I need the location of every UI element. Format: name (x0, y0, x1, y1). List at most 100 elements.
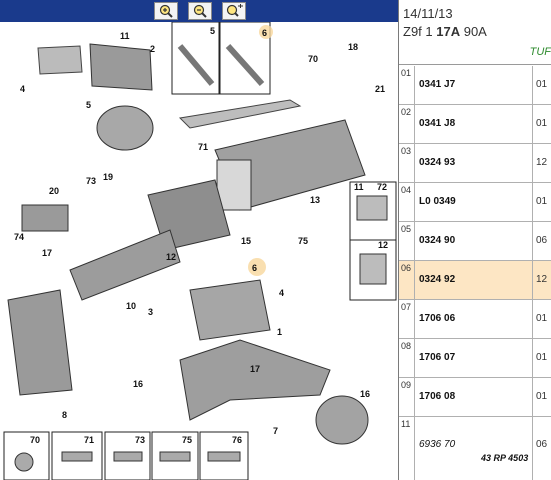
callout-7[interactable]: 7 (273, 426, 278, 436)
callout-16-right[interactable]: 16 (360, 389, 370, 399)
callout-6[interactable]: 6 (262, 28, 267, 38)
callout-5[interactable]: 5 (210, 26, 215, 36)
part-ref[interactable]: 0324 92 (419, 274, 456, 285)
row-number: 02 (399, 105, 415, 143)
table-row[interactable]: 11 6936 70 43 RP 4503 06 (399, 417, 551, 480)
callout-13[interactable]: 13 (310, 195, 320, 205)
engine-bold: 17A (436, 24, 461, 39)
callout-12[interactable]: 12 (166, 252, 176, 262)
part-qty: 06 (532, 417, 551, 480)
callout-75[interactable]: 75 (298, 236, 308, 246)
screw-75-shape (159, 451, 191, 462)
exhaust-exploded-view: 1 2 3 4 4 5 5 6 6 7 8 10 11 11 12 12 13 … (3, 22, 397, 480)
header-divider (399, 64, 551, 65)
row-number: 03 (399, 144, 415, 182)
callout-11-box[interactable]: 11 (354, 182, 364, 192)
zoom-fit-button[interactable] (222, 2, 246, 20)
callout-20[interactable]: 20 (49, 186, 59, 196)
part-ref[interactable]: 6936 70 (419, 439, 456, 450)
table-row[interactable]: 02 0341 J8 01 (399, 105, 551, 144)
engine-code: Z9f 1 17A 90A (403, 24, 487, 39)
downpipe-7-shape (179, 339, 331, 421)
callout-70[interactable]: 70 (308, 54, 318, 64)
callout-5-lower[interactable]: 5 (86, 100, 91, 110)
callout-8[interactable]: 8 (62, 410, 67, 420)
part-ref[interactable]: 1706 07 (419, 352, 456, 363)
part-ref[interactable]: 0324 90 (419, 235, 456, 246)
callout-16[interactable]: 16 (133, 379, 143, 389)
exploded-diagram-panel: 1 2 3 4 4 5 5 6 6 7 8 10 11 11 12 12 13 … (0, 0, 398, 480)
part-ref[interactable]: L0 0349 (419, 196, 456, 207)
table-row[interactable]: 04 L0 0349 01 (399, 183, 551, 222)
filter-flange-shape (216, 159, 252, 211)
turbo-shape-top (96, 105, 154, 151)
zoom-out-button[interactable] (188, 2, 212, 20)
zoom-in-button[interactable] (154, 2, 178, 20)
callout-17-lower[interactable]: 17 (250, 364, 260, 374)
callout-11[interactable]: 11 (120, 31, 130, 41)
table-row[interactable]: 03 0324 93 12 (399, 144, 551, 183)
part-ref[interactable]: 0341 J8 (419, 118, 456, 129)
part-qty: 12 (532, 144, 551, 182)
box-label-76: 76 (232, 435, 242, 445)
part-ref-extra: 43 RP 4503 (481, 453, 529, 463)
part-qty: 01 (532, 66, 551, 104)
engine-suffix: 90A (460, 24, 487, 39)
callout-17[interactable]: 17 (42, 248, 52, 258)
table-row-selected[interactable]: 06 0324 92 12 (399, 261, 551, 300)
downpipe-8-shape (7, 289, 73, 396)
callout-2[interactable]: 2 (150, 44, 155, 54)
catalog-date: 14/11/13 (403, 6, 453, 21)
callout-6-lower[interactable]: 6 (252, 263, 257, 273)
part-ref[interactable]: 1706 08 (419, 391, 456, 402)
highlight-dot (259, 25, 273, 39)
table-row[interactable]: 07 1706 06 01 (399, 300, 551, 339)
callout-12-box[interactable]: 12 (378, 240, 388, 250)
stud-6-shape (225, 43, 265, 87)
callout-10[interactable]: 10 (126, 301, 136, 311)
row-number: 08 (399, 339, 415, 377)
manifold-gasket-shape (37, 45, 83, 75)
engine-prefix: Z9f 1 (403, 24, 437, 39)
callout-19[interactable]: 19 (103, 172, 113, 182)
callout-4-top[interactable]: 4 (20, 84, 25, 94)
part-ref[interactable]: 1706 06 (419, 313, 456, 324)
callout-1[interactable]: 1 (277, 327, 282, 337)
box-label-70: 70 (30, 435, 40, 445)
table-row[interactable]: 01 0341 J7 01 (399, 66, 551, 105)
callout-4[interactable]: 4 (279, 288, 284, 298)
callout-71[interactable]: 71 (198, 142, 208, 152)
part-qty: 01 (532, 300, 551, 338)
pipe-1-shape (189, 279, 271, 341)
part-qty: 12 (532, 261, 551, 299)
part-ref[interactable]: 0341 J7 (419, 79, 456, 90)
box-label-71: 71 (84, 435, 94, 445)
callout-3[interactable]: 3 (148, 307, 153, 317)
box-label-75: 75 (182, 435, 192, 445)
highlight-dot-lower (248, 258, 266, 276)
callout-18[interactable]: 18 (348, 42, 358, 52)
row-number: 05 (399, 222, 415, 260)
row-number: 11 (399, 417, 415, 480)
table-row[interactable]: 05 0324 90 06 (399, 222, 551, 261)
row-number: 01 (399, 66, 415, 104)
callout-74[interactable]: 74 (14, 232, 24, 242)
table-row[interactable]: 09 1706 08 01 (399, 378, 551, 417)
callout-15[interactable]: 15 (241, 236, 251, 246)
table-row[interactable]: 08 1706 07 01 (399, 339, 551, 378)
turbo-shape-bottom (315, 395, 369, 445)
callout-21[interactable]: 21 (375, 84, 385, 94)
part-ref[interactable]: 0324 93 (419, 157, 456, 168)
nut-12-shape (359, 253, 387, 285)
manifold-shape (89, 43, 153, 91)
row-number: 07 (399, 300, 415, 338)
screw-71-shape (61, 451, 93, 462)
heat-shield-70-shape (178, 99, 302, 129)
callout-73[interactable]: 73 (86, 176, 96, 186)
screw-73-shape (113, 451, 143, 462)
diagram-toolbar (0, 0, 398, 22)
row-number: 04 (399, 183, 415, 221)
zoom-in-icon (159, 4, 173, 18)
nut-72-shape (356, 195, 388, 221)
part-qty: 01 (532, 105, 551, 143)
